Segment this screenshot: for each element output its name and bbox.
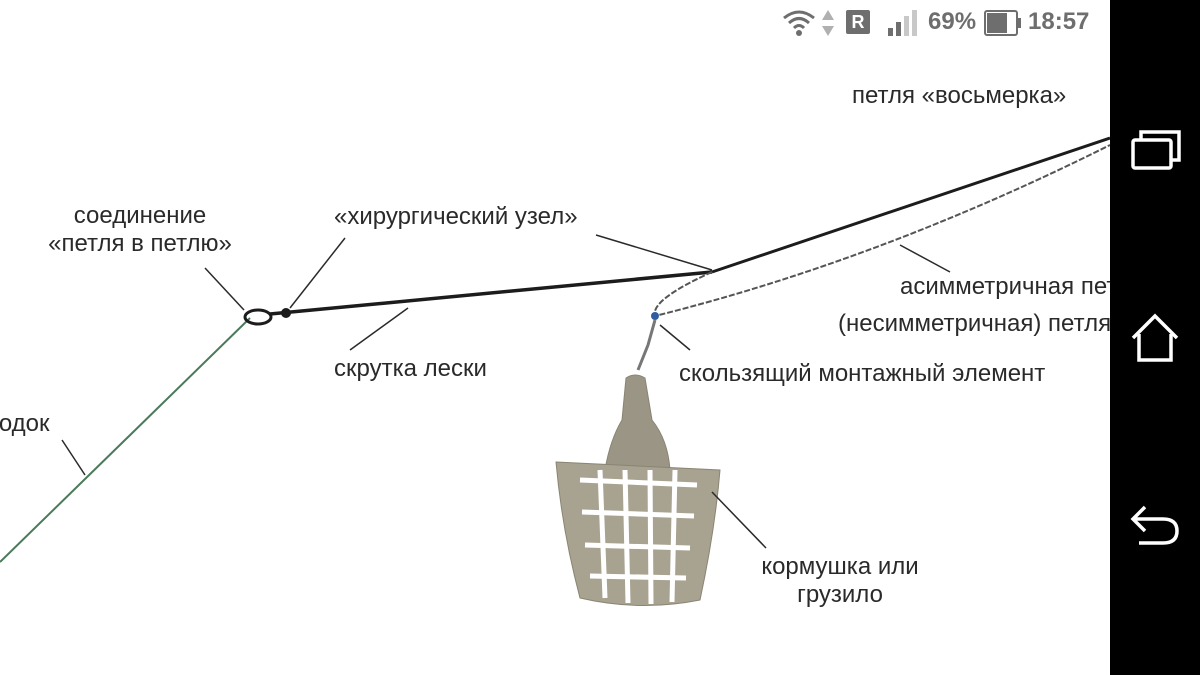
pointer-lines	[61, 234, 951, 549]
line-twist-label: скрутка лески	[334, 355, 487, 382]
feeder	[555, 374, 721, 606]
recent-apps-icon	[1131, 130, 1181, 170]
figure-eight-loop-label: петля «восьмерка»	[852, 82, 1067, 109]
home-icon	[1131, 313, 1179, 362]
home-button[interactable]	[1125, 308, 1185, 368]
back-button[interactable]	[1125, 495, 1185, 555]
back-icon	[1130, 505, 1179, 545]
recent-apps-button[interactable]	[1125, 120, 1185, 180]
loop-connection-label: соединение «петля в петлю»	[20, 202, 260, 258]
swivel	[636, 319, 657, 371]
status-bar: R 69% 18:57	[0, 0, 1110, 48]
feeder-label: кормушка или грузило	[730, 553, 950, 609]
loop-connection-label-line1: соединение	[73, 202, 207, 229]
loop-connection	[243, 308, 273, 326]
rig-illustration	[0, 136, 1110, 606]
clock: 18:57	[1028, 8, 1090, 35]
data-arrows-icon	[820, 8, 836, 45]
leader-label: поводок	[0, 410, 50, 437]
asym-loop-label-line1: асимметричная петля	[900, 273, 1110, 300]
feeder-grid	[579, 469, 698, 605]
battery-percent: 69%	[928, 8, 977, 35]
feeder-label-line1: кормушка или	[761, 553, 919, 580]
main-line-upper	[711, 136, 1110, 274]
loop-connection-label-line2: «петля в петлю»	[48, 230, 232, 257]
asym-loop-label-line2: (несимметричная) петля	[838, 310, 1110, 337]
battery-icon	[984, 10, 1022, 43]
surgeon-knot-label: «хирургический узел»	[334, 203, 578, 230]
feeder-rig-diagram: соединение «петля в петлю» «хирургически…	[0, 82, 1110, 609]
sliding-element-label: скользящий монтажный элемент	[679, 360, 1046, 387]
signal-icon	[886, 10, 918, 43]
sliding-bead	[651, 312, 659, 320]
navigation-bar	[1110, 0, 1200, 675]
leader-line	[0, 317, 251, 563]
asym-loop-line	[653, 144, 1110, 318]
wifi-icon	[782, 8, 816, 45]
feeder-label-line2: грузило	[797, 581, 883, 608]
carrier-badge: R	[846, 10, 870, 34]
twisted-line	[269, 270, 713, 316]
